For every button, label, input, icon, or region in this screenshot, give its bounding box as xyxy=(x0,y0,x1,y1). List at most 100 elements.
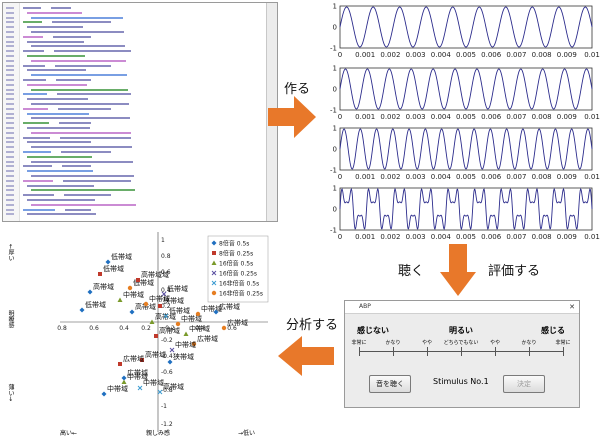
y-tick-label: -0.8 xyxy=(161,387,173,394)
x-tick-label: 0.007 xyxy=(506,233,526,241)
scale-point-label: やや xyxy=(421,340,433,346)
line-number xyxy=(6,131,14,134)
point-label: 低帯域 xyxy=(111,252,132,261)
code-line xyxy=(23,64,45,67)
legend-label: 8倍音 0.5s xyxy=(219,240,249,248)
x-tick-label: 0.005 xyxy=(456,113,476,121)
point-label: 中帯域 xyxy=(123,290,144,299)
point-label: 狭帯域 xyxy=(163,296,184,305)
scale-tick[interactable] xyxy=(563,347,564,356)
scale-point-label: かなり xyxy=(385,340,401,346)
x-tick-label: 0 xyxy=(338,233,342,241)
code-line xyxy=(31,59,126,62)
x-tick-label: 0.2 xyxy=(141,325,151,332)
play-sound-button[interactable]: 音を聴く xyxy=(369,375,411,393)
x-tick-label: 0.002 xyxy=(380,113,400,121)
rating-scale[interactable]: 非常にかなりややどちらでもないややかなり非常に xyxy=(351,339,571,357)
scale-tick[interactable] xyxy=(529,347,530,356)
axis-label-bottom-center: 親しみ感 xyxy=(146,430,171,437)
x-tick-label: 0.002 xyxy=(380,173,400,181)
line-number xyxy=(6,175,14,177)
code-line xyxy=(27,127,90,129)
code-line xyxy=(31,45,125,48)
y-tick-label: -1 xyxy=(330,45,337,53)
dialog-titlebar: ABP ✕ xyxy=(345,301,579,314)
data-point-circle xyxy=(195,311,201,317)
legend-box xyxy=(207,235,269,303)
code-line-segment xyxy=(55,64,111,67)
x-tick-label: 0.001 xyxy=(355,113,375,121)
x-tick-label: 0.01 xyxy=(584,113,600,121)
point-label: 中帯域 xyxy=(127,372,148,381)
dialog-title: ABP xyxy=(359,303,371,310)
x-tick-label: 0 xyxy=(338,113,342,121)
code-line-segment xyxy=(53,35,91,38)
y-tick-label: 0.6 xyxy=(161,269,171,276)
code-editor[interactable] xyxy=(2,2,278,222)
y-tick-label: -0.6 xyxy=(161,369,173,376)
code-line xyxy=(27,112,89,115)
line-number xyxy=(6,21,14,24)
point-label: 高帯域 xyxy=(93,282,114,291)
point-label: 高帯域域 xyxy=(141,270,169,279)
axis-label-left-top: ←厚い xyxy=(7,244,14,262)
data-point-x xyxy=(157,389,163,395)
data-point-diamond xyxy=(105,259,111,265)
code-line xyxy=(23,50,44,53)
data-point-triangle xyxy=(183,331,189,336)
line-number xyxy=(6,26,14,29)
scale-tick[interactable] xyxy=(393,347,394,356)
code-line xyxy=(27,184,94,187)
data-point-square xyxy=(118,362,122,366)
point-label: 低帯域 xyxy=(103,264,124,273)
code-line xyxy=(23,21,42,24)
point-label: 中帯域 xyxy=(175,340,196,349)
x-tick-label: 0.008 xyxy=(532,113,552,121)
scale-tick[interactable] xyxy=(461,347,462,356)
data-point-square xyxy=(158,304,162,308)
evaluate-label: 評価する xyxy=(488,264,541,279)
point-label: 高帯域 xyxy=(159,326,180,335)
code-line xyxy=(27,83,87,86)
y-tick-label: 1 xyxy=(333,3,337,11)
legend-marker xyxy=(211,240,217,246)
y-tick-label: -1 xyxy=(330,107,337,115)
scale-tick[interactable] xyxy=(495,347,496,356)
point-label: 広帯域 xyxy=(123,354,144,363)
code-line xyxy=(23,194,54,197)
point-label: 狭帯域 xyxy=(173,352,194,361)
point-label: 高帯域 xyxy=(163,382,184,391)
close-icon[interactable]: ✕ xyxy=(569,303,575,311)
axis-label-bottom-left: 高い← xyxy=(60,430,78,437)
scale-tick[interactable] xyxy=(359,347,360,356)
scale-tick[interactable] xyxy=(427,347,428,356)
x-tick-label: 0.003 xyxy=(406,113,426,121)
x-tick-label: 0.01 xyxy=(584,233,600,241)
x-tick-label: 0.4 xyxy=(195,325,205,332)
code-line-segment xyxy=(57,93,131,96)
data-point-diamond xyxy=(167,359,173,365)
decide-button[interactable]: 決定 xyxy=(503,375,545,393)
evaluation-dialog: ABP ✕ 感じない 明るい 感じる 非常にかなりややどちらでもないややかなり非… xyxy=(344,300,580,408)
data-point-square xyxy=(154,334,158,338)
x-tick-label: 0.006 xyxy=(481,113,502,121)
scale-point-label: どちらでもない xyxy=(443,340,479,346)
line-number xyxy=(6,112,14,115)
line-number xyxy=(6,165,14,168)
legend-marker xyxy=(211,280,217,286)
data-point-x xyxy=(163,313,169,319)
line-number-gutter xyxy=(3,3,20,221)
code-line xyxy=(27,11,82,14)
x-tick-label: 0.005 xyxy=(456,173,476,181)
data-point-diamond xyxy=(101,391,107,397)
make-label: 作る xyxy=(284,82,311,97)
line-number xyxy=(6,179,14,182)
code-line xyxy=(27,170,93,173)
y-tick-label: 0 xyxy=(333,86,337,94)
line-number xyxy=(6,127,14,129)
plot-frame xyxy=(339,127,593,171)
y-tick-label: -0.2 xyxy=(161,337,173,344)
code-line xyxy=(27,26,83,29)
y-tick-label: 0.4 xyxy=(161,287,171,294)
